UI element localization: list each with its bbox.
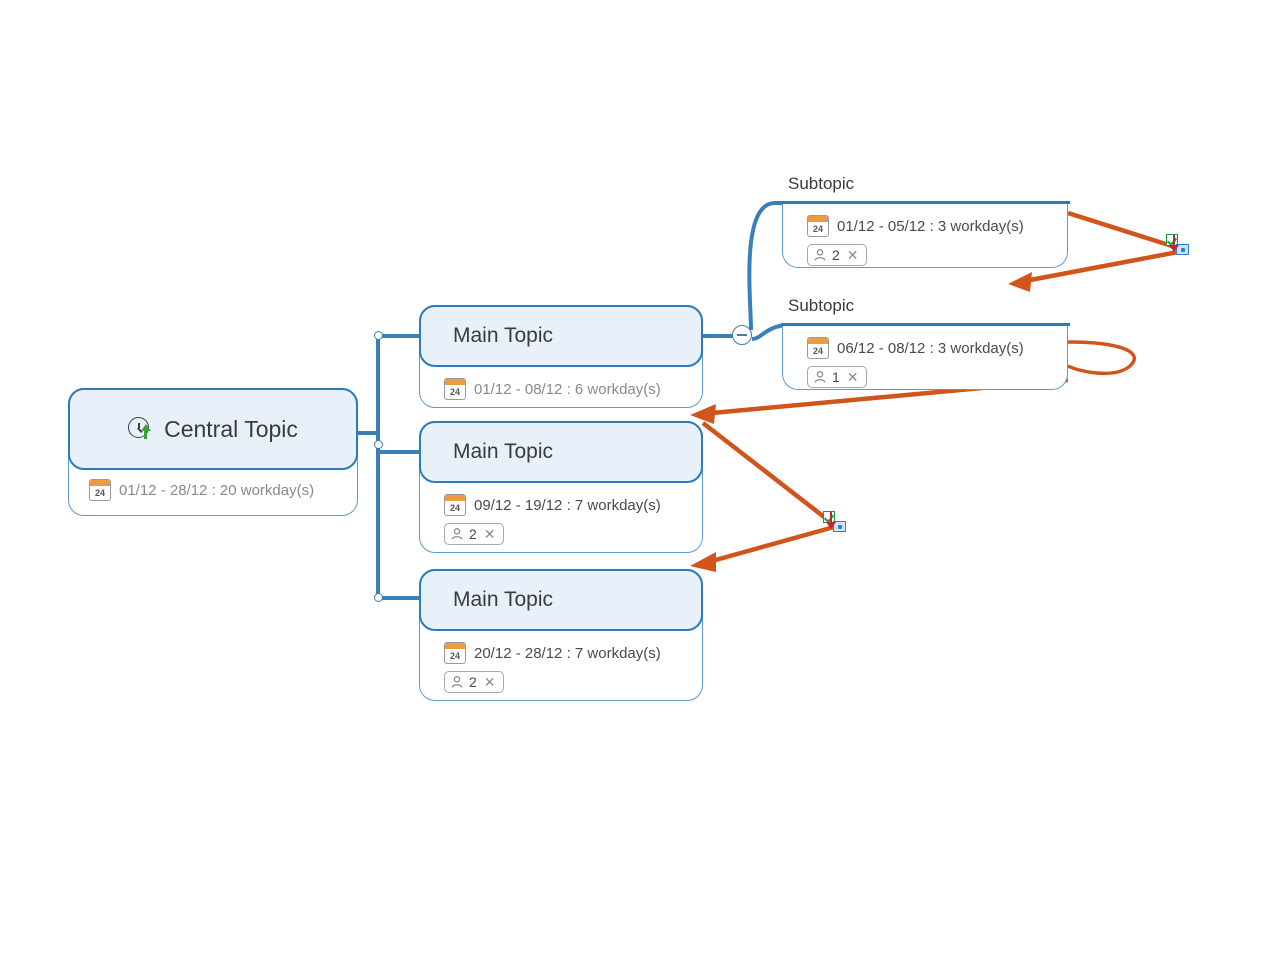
- resource-badge[interactable]: 2 ✕: [444, 523, 504, 545]
- main-topic-node-3[interactable]: Main Topic 24 20/12 - 28/12 : 7 workday(…: [419, 569, 703, 701]
- collapse-minus-button[interactable]: [732, 325, 752, 345]
- subtopic-1-topbar: [781, 201, 1071, 205]
- close-x-icon[interactable]: ✕: [846, 369, 859, 385]
- central-topic-schedule-text: 01/12 - 28/12 : 20 workday(s): [119, 481, 315, 499]
- central-topic-schedule-row[interactable]: 24 01/12 - 28/12 : 20 workday(s): [89, 477, 357, 503]
- close-x-icon[interactable]: ✕: [846, 247, 859, 263]
- main-topic-2-schedule-row[interactable]: 24 09/12 - 19/12 : 7 workday(s): [444, 492, 702, 518]
- central-topic-outer: Central Topic 24 01/12 - 28/12 : 20 work…: [68, 388, 358, 516]
- subtopic-1-box: 24 01/12 - 05/12 : 3 workday(s) 2 ✕: [781, 201, 1071, 268]
- subtopic-1-schedule-text: 01/12 - 05/12 : 3 workday(s): [837, 217, 1024, 235]
- branch-joint-main-topic-2[interactable]: [374, 440, 383, 449]
- main-topic-3-outer: Main Topic 24 20/12 - 28/12 : 7 workday(…: [419, 569, 703, 701]
- subtopic-2-schedule-row[interactable]: 24 06/12 - 08/12 : 3 workday(s): [807, 335, 1067, 361]
- main-topic-3-label: Main Topic: [453, 588, 553, 611]
- subtopic-1-resource-row: 2 ✕: [807, 242, 1067, 268]
- central-topic-body: 24 01/12 - 28/12 : 20 workday(s): [69, 477, 357, 503]
- branch-joint-main-topic-3[interactable]: [374, 593, 383, 602]
- subtopic-2-resource-row: 1 ✕: [807, 364, 1067, 390]
- resource-count: 2: [469, 674, 477, 690]
- resource-count: 2: [469, 526, 477, 542]
- calendar-icon: 24: [444, 494, 466, 516]
- main-topic-1-schedule-text: 01/12 - 08/12 : 6 workday(s): [474, 380, 661, 398]
- close-x-icon[interactable]: ✕: [483, 674, 496, 690]
- main-topic-node-2[interactable]: Main Topic 24 09/12 - 19/12 : 7 workday(…: [419, 421, 703, 553]
- subtopic-2-topbar: [781, 323, 1071, 327]
- person-icon: [451, 676, 463, 688]
- resource-count: 1: [832, 369, 840, 385]
- resource-badge[interactable]: 2 ✕: [807, 244, 867, 266]
- subtopic-1-label: Subtopic: [788, 174, 855, 193]
- subtopic-node-1[interactable]: Subtopic 24 01/12 - 05/12 : 3 workday(s): [781, 174, 1071, 268]
- resource-count: 2: [832, 247, 840, 263]
- main-topic-2-outer: Main Topic 24 09/12 - 19/12 : 7 workday(…: [419, 421, 703, 553]
- calendar-icon: 24: [444, 642, 466, 664]
- main-topic-2-body: 24 09/12 - 19/12 : 7 workday(s) 2 ✕: [420, 492, 702, 547]
- main-topic-1-schedule-row[interactable]: 24 01/12 - 08/12 : 6 workday(s): [444, 376, 702, 402]
- person-icon: [814, 249, 826, 261]
- subtopic-2-box: 24 06/12 - 08/12 : 3 workday(s) 1 ✕: [781, 323, 1071, 390]
- central-topic-node[interactable]: Central Topic 24 01/12 - 28/12 : 20 work…: [68, 388, 358, 516]
- main-topic-3-header[interactable]: Main Topic: [419, 569, 703, 631]
- subtopic-node-2[interactable]: Subtopic 24 06/12 - 08/12 : 3 workday(s): [781, 296, 1071, 390]
- main-topic-2-label: Main Topic: [453, 440, 553, 463]
- main-topic-2-resource-row: 2 ✕: [444, 521, 702, 547]
- resource-badge[interactable]: 1 ✕: [807, 366, 867, 388]
- close-x-icon[interactable]: ✕: [483, 526, 496, 542]
- sync-status-marker-middle[interactable]: [823, 511, 849, 537]
- central-topic-label: Central Topic: [164, 415, 298, 442]
- main-topic-3-body: 24 20/12 - 28/12 : 7 workday(s) 2 ✕: [420, 640, 702, 695]
- subtopic-1-body: 24 01/12 - 05/12 : 3 workday(s) 2 ✕: [783, 204, 1067, 268]
- main-topic-3-schedule-text: 20/12 - 28/12 : 7 workday(s): [474, 644, 661, 662]
- central-topic-header[interactable]: Central Topic: [68, 388, 358, 470]
- sync-status-marker-top[interactable]: [1166, 234, 1192, 260]
- main-topic-1-body: 24 01/12 - 08/12 : 6 workday(s): [420, 376, 702, 402]
- main-topic-1-label: Main Topic: [453, 324, 553, 347]
- calendar-icon: 24: [444, 378, 466, 400]
- subtopic-2-label: Subtopic: [788, 296, 855, 315]
- subtopic-2-body: 24 06/12 - 08/12 : 3 workday(s) 1 ✕: [783, 326, 1067, 390]
- clock-up-arrow-icon: [128, 417, 152, 441]
- main-topic-1-outer: Main Topic 24 01/12 - 08/12 : 6 workday(…: [419, 305, 703, 408]
- main-topic-node-1[interactable]: Main Topic 24 01/12 - 08/12 : 6 workday(…: [419, 305, 703, 408]
- subtopic-1-schedule-row[interactable]: 24 01/12 - 05/12 : 3 workday(s): [807, 213, 1067, 239]
- calendar-icon: 24: [807, 215, 829, 237]
- calendar-icon: 24: [807, 337, 829, 359]
- person-icon: [814, 371, 826, 383]
- branch-joint-main-topic-1[interactable]: [374, 331, 383, 340]
- main-topic-3-resource-row: 2 ✕: [444, 669, 702, 695]
- main-topic-1-header[interactable]: Main Topic: [419, 305, 703, 367]
- calendar-icon: 24: [89, 479, 111, 501]
- subtopic-2-schedule-text: 06/12 - 08/12 : 3 workday(s): [837, 339, 1024, 357]
- main-topic-3-schedule-row[interactable]: 24 20/12 - 28/12 : 7 workday(s): [444, 640, 702, 666]
- resource-badge[interactable]: 2 ✕: [444, 671, 504, 693]
- person-icon: [451, 528, 463, 540]
- main-topic-2-header[interactable]: Main Topic: [419, 421, 703, 483]
- main-topic-2-schedule-text: 09/12 - 19/12 : 7 workday(s): [474, 496, 661, 514]
